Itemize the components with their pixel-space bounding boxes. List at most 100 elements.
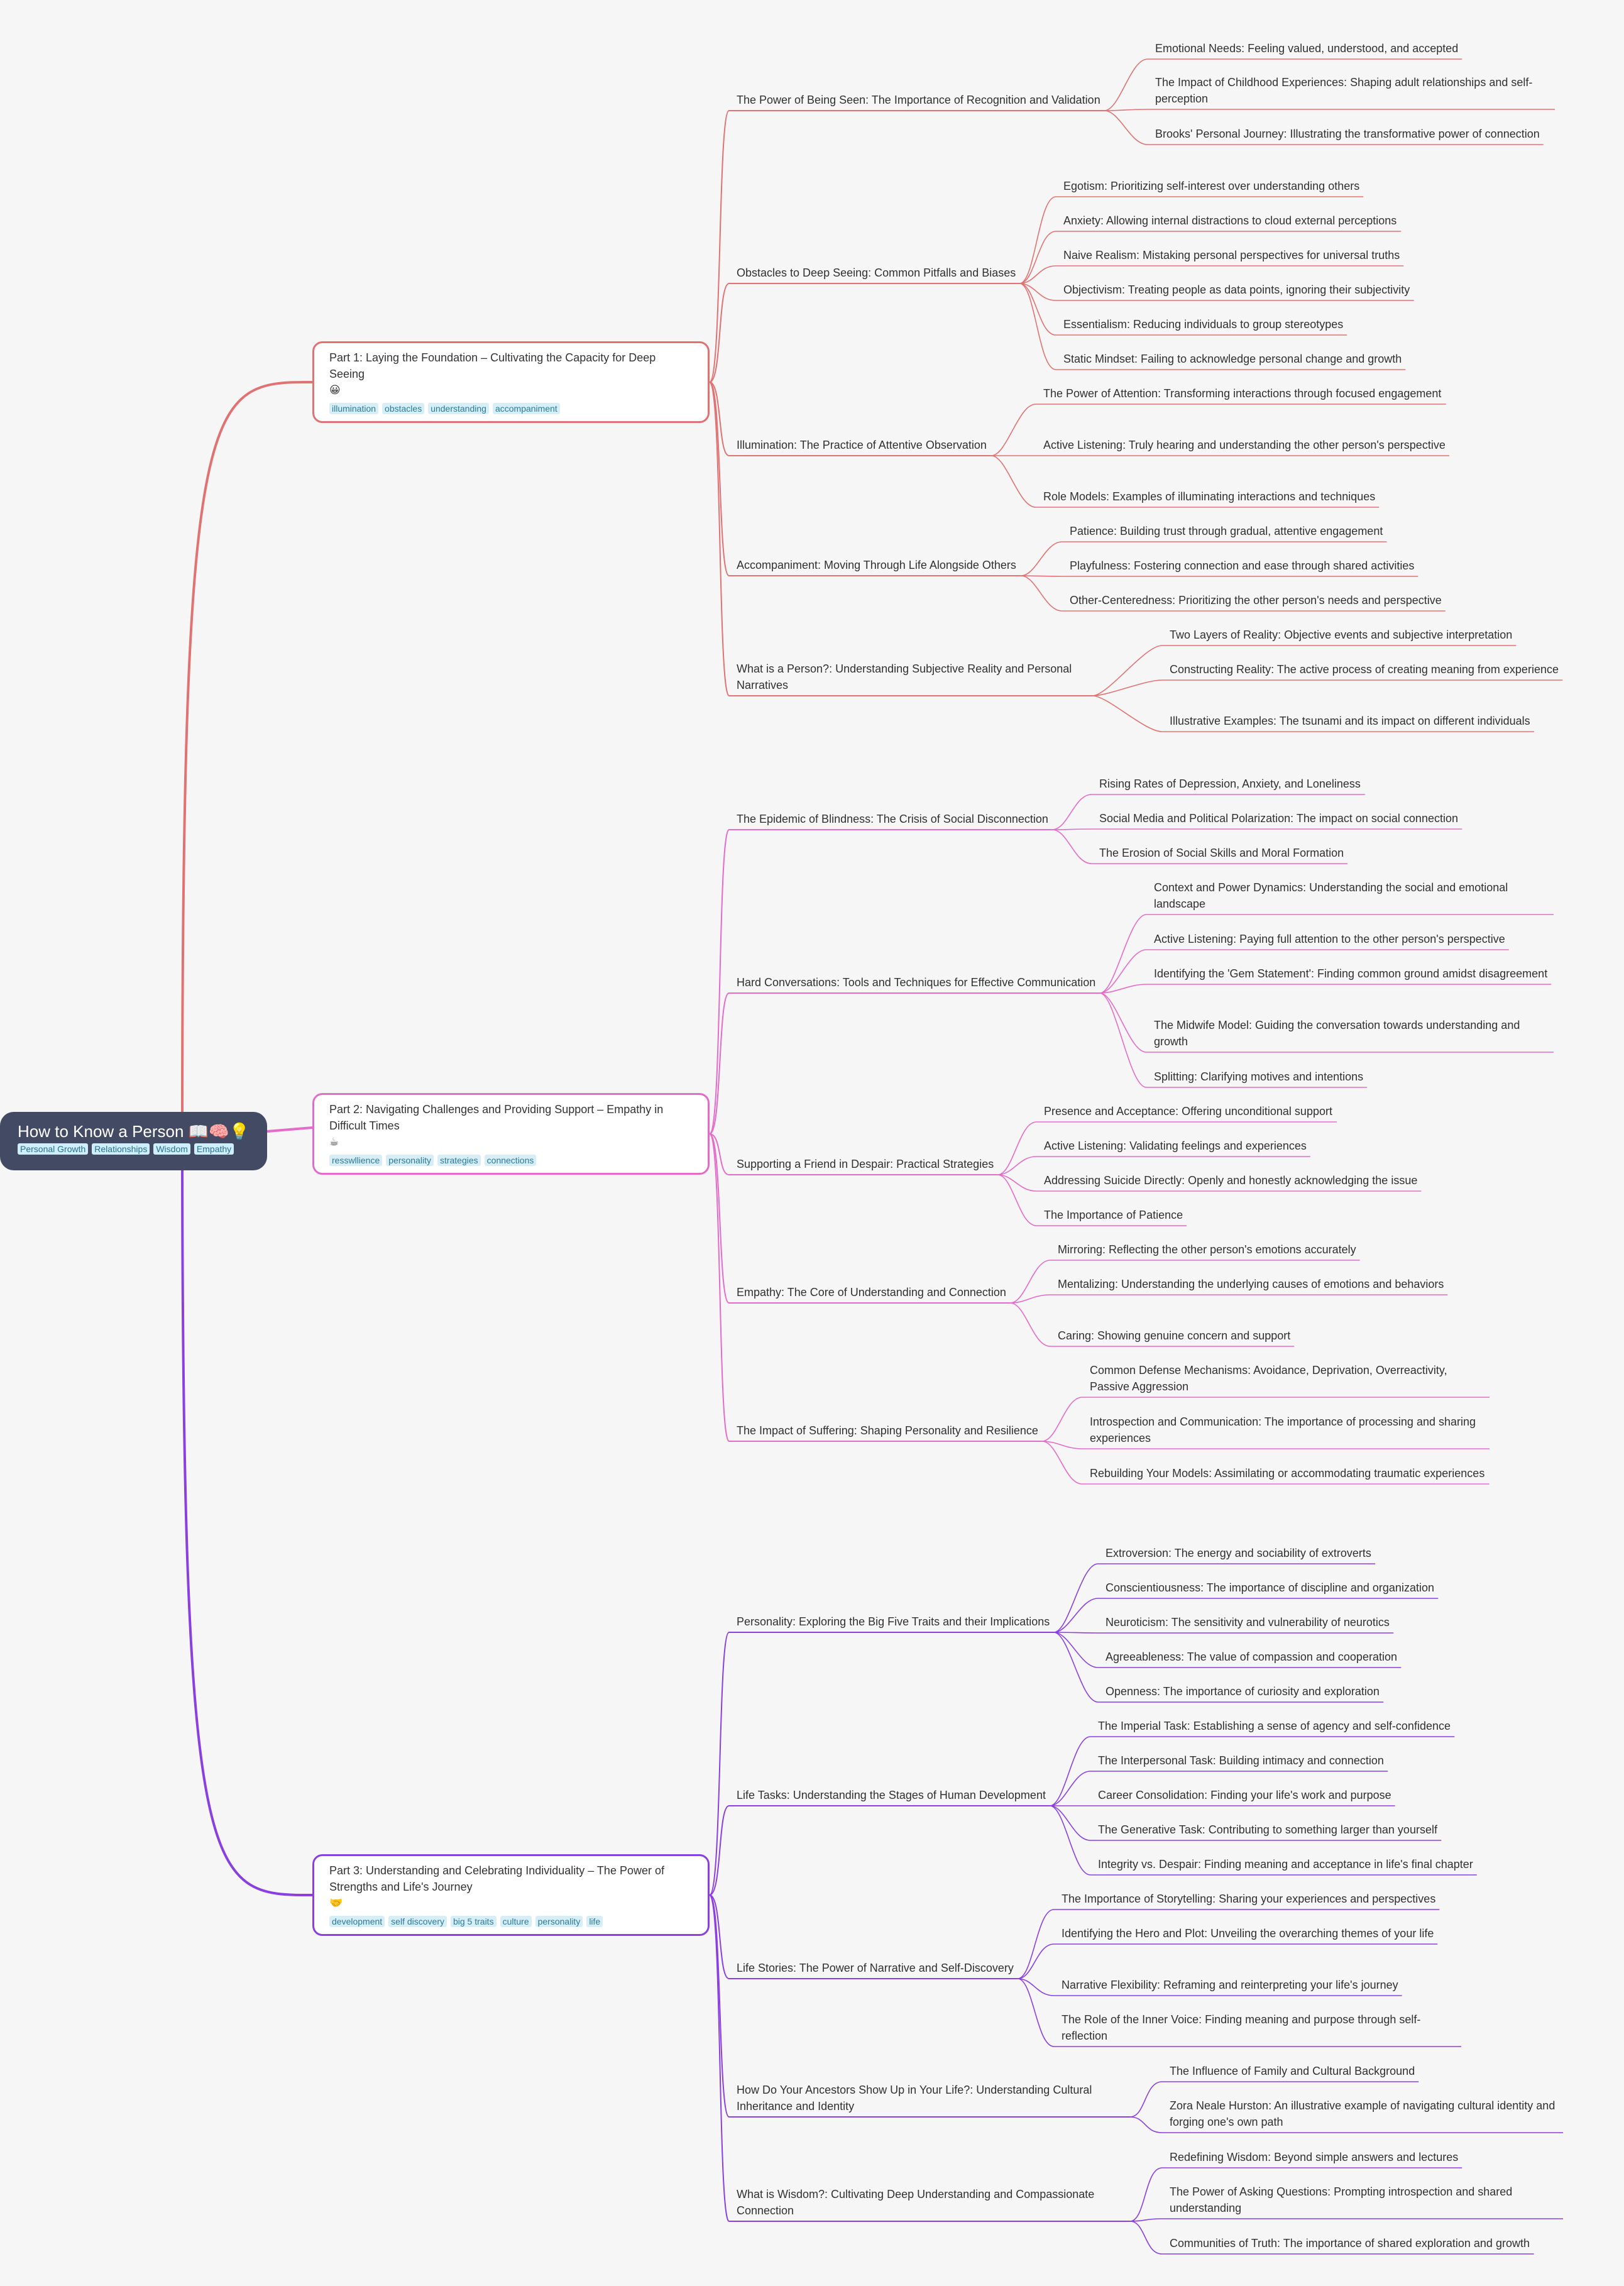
leaf-node[interactable]: The Power of Attention: Transforming int… <box>1043 387 1442 400</box>
leaf-node[interactable]: Presence and Acceptance: Offering uncond… <box>1044 1105 1332 1118</box>
leaf-node[interactable]: Redefining Wisdom: Beyond simple answers… <box>1170 2151 1459 2163</box>
leaf-node[interactable]: Neuroticism: The sensitivity and vulnera… <box>1106 1616 1390 1629</box>
leaf-node[interactable]: Two Layers of Reality: Objective events … <box>1170 629 1513 641</box>
leaf-node[interactable]: Splitting: Clarifying motives and intent… <box>1154 1070 1364 1083</box>
leaf-node[interactable]: Mentalizing: Understanding the underlyin… <box>1058 1278 1444 1290</box>
topic-node[interactable]: What is a Person?: Understanding Subject… <box>737 662 1072 691</box>
leaf-node[interactable]: Patience: Building trust through gradual… <box>1070 525 1383 537</box>
connector-line <box>1053 1632 1099 1703</box>
part-tag: strategies <box>437 1155 481 1166</box>
leaf-node[interactable]: Active Listening: Validating feelings an… <box>1044 1140 1307 1152</box>
leaf-node[interactable]: Brooks' Personal Journey: Illustrating t… <box>1155 128 1540 140</box>
leaf-node[interactable]: Rebuilding Your Models: Assimilating or … <box>1090 1467 1485 1480</box>
topic-node[interactable]: Accompaniment: Moving Through Life Along… <box>737 559 1016 571</box>
leaf-node[interactable]: Narrative Flexibility: Reframing and rei… <box>1062 1979 1398 1991</box>
part-tag: development <box>329 1916 385 1927</box>
leaf-node[interactable]: Illustrative Examples: The tsunami and i… <box>1170 715 1530 727</box>
leaf-node[interactable]: The Imperial Task: Establishing a sense … <box>1098 1720 1451 1732</box>
connector-line <box>1050 1805 1091 1841</box>
topic-node[interactable]: Supporting a Friend in Despair: Practica… <box>737 1158 994 1170</box>
leaf-node[interactable]: The Midwife Model: Guiding the conversat… <box>1154 1019 1520 1048</box>
leaf-node[interactable]: Career Consolidation: Finding your life'… <box>1098 1789 1391 1801</box>
topic-node[interactable]: The Power of Being Seen: The Importance … <box>737 94 1100 106</box>
leaf-node[interactable]: Playfulness: Fostering connection and ea… <box>1070 559 1415 572</box>
leaf-node[interactable]: Rising Rates of Depression, Anxiety, and… <box>1099 778 1361 790</box>
leaf-node[interactable]: The Interpersonal Task: Building intimac… <box>1098 1754 1384 1767</box>
root-tag: Empathy <box>194 1143 234 1155</box>
connector-line <box>1092 679 1163 696</box>
leaf-node[interactable]: Essentialism: Reducing individuals to gr… <box>1063 318 1344 331</box>
leaf-node[interactable]: Naive Realism: Mistaking personal perspe… <box>1063 249 1400 261</box>
connector-line <box>709 382 730 456</box>
part-3-node[interactable]: Part 3: Understanding and Celebrating In… <box>312 1854 710 1936</box>
topic-node[interactable]: Life Stories: The Power of Narrative and… <box>737 1962 1014 1974</box>
part-tag: big 5 traits <box>450 1916 497 1927</box>
topic-node[interactable]: Life Tasks: Understanding the Stages of … <box>737 1789 1046 1801</box>
leaf-node[interactable]: Social Media and Political Polarization:… <box>1099 812 1458 825</box>
leaf-node[interactable]: Constructing Reality: The active process… <box>1170 663 1559 676</box>
leaf-node[interactable]: Role Models: Examples of illuminating in… <box>1043 490 1376 503</box>
leaf-node[interactable]: Common Defense Mechanisms: Avoidance, De… <box>1090 1364 1447 1393</box>
part-tag: connections <box>484 1155 537 1166</box>
leaf-node[interactable]: Identifying the Hero and Plot: Unveiling… <box>1062 1927 1434 1940</box>
connector-line <box>1010 1294 1051 1304</box>
topic-node[interactable]: Personality: Exploring the Big Five Trai… <box>737 1615 1050 1628</box>
leaf-node[interactable]: Caring: Showing genuine concern and supp… <box>1058 1329 1291 1342</box>
part-tag: obstacles <box>382 403 425 414</box>
connector-line <box>1019 231 1056 284</box>
root-node[interactable]: How to Know a Person 📖🧠💡 Personal Growth… <box>0 1112 267 1170</box>
part-1-node[interactable]: Part 1: Laying the Foundation – Cultivat… <box>312 341 710 423</box>
connector-line <box>709 829 730 1135</box>
part-title: Part 3: Understanding and Celebrating In… <box>329 1864 664 1893</box>
leaf-node[interactable]: Objectivism: Treating people as data poi… <box>1063 283 1410 296</box>
leaf-node[interactable]: Egotism: Prioritizing self-interest over… <box>1063 180 1360 192</box>
connector-line <box>1053 1598 1099 1633</box>
leaf-node[interactable]: The Erosion of Social Skills and Moral F… <box>1099 847 1344 859</box>
leaf-node[interactable]: Active Listening: Paying full attention … <box>1154 933 1505 945</box>
leaf-node[interactable]: The Generative Task: Contributing to som… <box>1098 1823 1437 1836</box>
leaf-node[interactable]: Agreeableness: The value of compassion a… <box>1106 1651 1397 1663</box>
connector-line <box>1053 1632 1099 1668</box>
connector-line <box>1092 695 1163 732</box>
leaf-node[interactable]: The Power of Asking Questions: Prompting… <box>1170 2185 1513 2214</box>
leaf-node[interactable]: Context and Power Dynamics: Understandin… <box>1154 881 1508 910</box>
connector-line <box>709 1133 730 1304</box>
topic-node[interactable]: What is Wisdom?: Cultivating Deep Unders… <box>737 2188 1095 2217</box>
leaf-node[interactable]: Anxiety: Allowing internal distractions … <box>1063 214 1397 227</box>
leaf-node[interactable]: Communities of Truth: The importance of … <box>1170 2237 1530 2250</box>
leaf-node[interactable]: Introspection and Communication: The imp… <box>1090 1415 1476 1444</box>
leaf-node[interactable]: The Influence of Family and Cultural Bac… <box>1170 2065 1415 2077</box>
connector-line <box>709 1133 730 1442</box>
leaf-node[interactable]: Zora Neale Hurston: An illustrative exam… <box>1170 2099 1555 2128</box>
topic-node[interactable]: How Do Your Ancestors Show Up in Your Li… <box>737 2084 1092 2113</box>
topic-node[interactable]: Illumination: The Practice of Attentive … <box>737 439 987 451</box>
leaf-node[interactable]: Static Mindset: Failing to acknowledge p… <box>1063 353 1402 365</box>
leaf-node[interactable]: Conscientiousness: The importance of dis… <box>1106 1581 1434 1594</box>
topic-node[interactable]: Hard Conversations: Tools and Techniques… <box>737 976 1096 989</box>
leaf-node[interactable]: The Importance of Storytelling: Sharing … <box>1062 1893 1436 1905</box>
leaf-node[interactable]: The Role of the Inner Voice: Finding mea… <box>1062 2013 1421 2042</box>
root-tag: Personal Growth <box>18 1143 89 1155</box>
leaf-node[interactable]: Extroversion: The energy and sociability… <box>1106 1547 1371 1559</box>
leaf-node[interactable]: Other-Centeredness: Prioritizing the oth… <box>1070 594 1442 607</box>
connector-line <box>1019 265 1056 284</box>
part-2-node[interactable]: Part 2: Navigating Challenges and Provid… <box>312 1093 710 1175</box>
leaf-node[interactable]: Mirroring: Reflecting the other person's… <box>1058 1243 1356 1256</box>
connector-line <box>709 283 730 383</box>
topic-node[interactable]: The Impact of Suffering: Shaping Persona… <box>737 1424 1038 1437</box>
leaf-node[interactable]: Integrity vs. Despair: Finding meaning a… <box>1098 1858 1473 1871</box>
leaf-node[interactable]: Addressing Suicide Directly: Openly and … <box>1044 1174 1418 1187</box>
leaf-node[interactable]: The Importance of Patience <box>1044 1209 1183 1221</box>
connector-line <box>709 382 730 576</box>
leaf-node[interactable]: Emotional Needs: Feeling valued, underst… <box>1155 42 1459 55</box>
topic-node[interactable]: Empathy: The Core of Understanding and C… <box>737 1286 1006 1299</box>
leaf-node[interactable]: The Impact of Childhood Experiences: Sha… <box>1155 76 1533 105</box>
connector-line <box>1017 1909 1055 1979</box>
leaf-node[interactable]: Identifying the 'Gem Statement': Finding… <box>1154 967 1548 980</box>
topic-node[interactable]: The Epidemic of Blindness: The Crisis of… <box>737 813 1048 825</box>
topic-node[interactable]: Obstacles to Deep Seeing: Common Pitfall… <box>737 267 1016 279</box>
leaf-node[interactable]: Active Listening: Truly hearing and unde… <box>1043 439 1446 451</box>
part-tag: illumination <box>329 403 379 414</box>
part-title: Part 2: Navigating Challenges and Provid… <box>329 1103 664 1132</box>
leaf-node[interactable]: Openness: The importance of curiosity an… <box>1106 1685 1380 1698</box>
